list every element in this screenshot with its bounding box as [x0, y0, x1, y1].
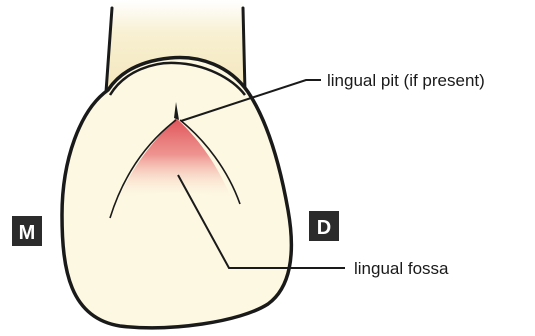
- mesial-badge: M: [12, 216, 42, 246]
- distal-letter: D: [317, 217, 331, 239]
- tooth-crown: [62, 58, 291, 328]
- mesial-letter: M: [19, 222, 36, 244]
- root-outline-right: [243, 8, 245, 92]
- lingual-pit-label: lingual pit (if present): [327, 71, 485, 90]
- lingual-fossa-label: lingual fossa: [354, 259, 449, 278]
- distal-badge: D: [309, 211, 339, 241]
